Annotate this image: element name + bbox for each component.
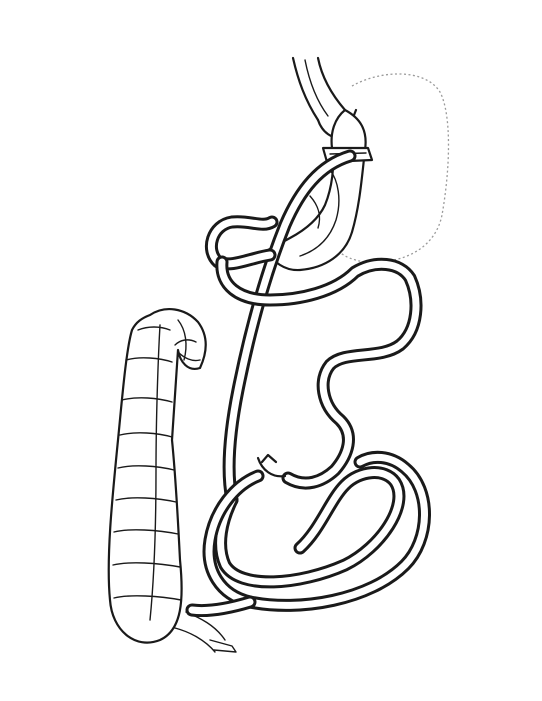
colon bbox=[109, 309, 236, 652]
